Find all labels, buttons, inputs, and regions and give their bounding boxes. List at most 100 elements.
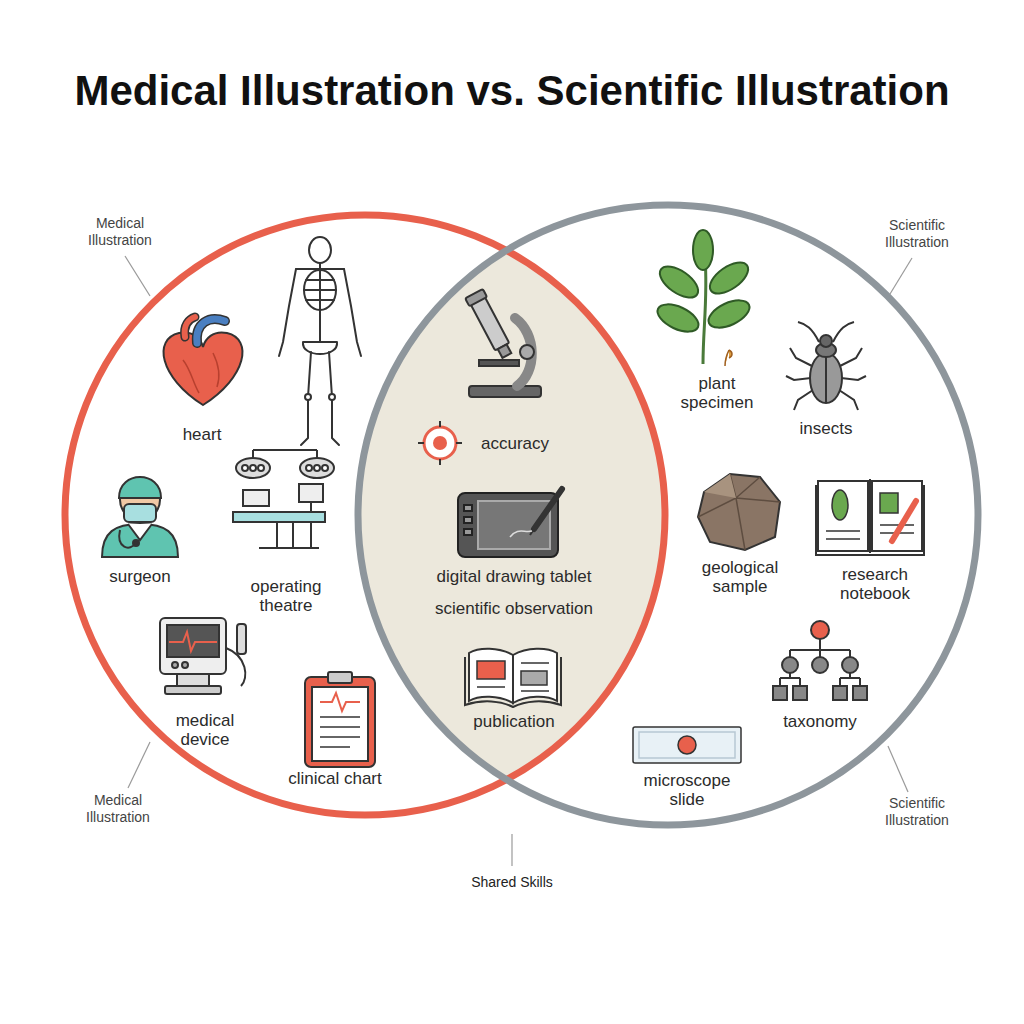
taxonomy-icon: [812, 657, 828, 673]
taxonomy-icon: [780, 672, 860, 686]
skeleton-icon: [329, 394, 335, 400]
microscope-slide-icon: [633, 727, 741, 763]
operating-theatre-icon: [276, 522, 278, 548]
taxonomy-icon: [811, 621, 829, 639]
operating-theatre-icon: [292, 522, 294, 548]
drawing-tablet-icon: [464, 517, 472, 523]
research-notebook-icon: [880, 493, 898, 513]
leader-line: [511, 834, 512, 866]
circle-heading: Scientific Illustration: [872, 795, 962, 829]
surgeon-icon: [102, 524, 178, 557]
medical-device-icon: [169, 632, 217, 651]
skeleton-icon: [305, 394, 311, 400]
accuracy-target-icon: [418, 442, 424, 444]
research-notebook-icon: [816, 485, 924, 555]
accuracy-target-icon: [433, 436, 447, 450]
plant-specimen-icon: [705, 256, 754, 299]
operating-theatre-icon: [314, 465, 320, 471]
medical-device-icon: [160, 618, 246, 694]
taxonomy-icon: [782, 657, 798, 673]
geological-sample-icon: [698, 474, 780, 550]
skeleton-icon: [344, 269, 361, 356]
taxonomy-icon: [773, 686, 787, 700]
lens-fill: [358, 250, 665, 779]
item-label: insects: [786, 419, 866, 438]
plant-specimen-icon: [693, 230, 713, 270]
item-label: digital drawing tablet: [404, 567, 624, 586]
operating-theatre-icon: [258, 465, 264, 471]
leader-line: [888, 746, 908, 792]
item-label: microscope slide: [635, 771, 740, 809]
item-label: taxonomy: [770, 712, 870, 731]
drawing-tablet-icon: [458, 489, 562, 557]
circle-outline: [65, 215, 665, 815]
operating-theatre-icon: [233, 512, 325, 522]
plant-specimen-icon: [703, 256, 706, 364]
medical-device-icon: [177, 674, 209, 686]
research-notebook-icon: [816, 479, 924, 555]
publication-icon: [521, 690, 549, 692]
taxonomy-icon: [793, 686, 807, 700]
item-label: plant specimen: [670, 374, 765, 412]
operating-theatre-icon: [259, 547, 319, 549]
leader-line: [128, 742, 150, 788]
skeleton-icon: [279, 269, 296, 356]
operating-theatre-icon: [243, 490, 269, 506]
heart-icon: [197, 319, 225, 343]
clinical-chart-icon: [320, 736, 360, 738]
skeleton-icon: [303, 342, 337, 354]
plant-specimen-icon: [704, 295, 753, 334]
taxonomy-icon: [773, 621, 867, 700]
publication-icon: [521, 662, 549, 664]
microscope-slide-icon: [639, 732, 735, 758]
skeleton-icon: [329, 352, 339, 445]
research-notebook-icon: [818, 481, 868, 551]
leader-line: [890, 258, 912, 294]
skeleton-icon: [319, 263, 321, 344]
drawing-tablet-icon: [458, 493, 558, 557]
overlap-heading: Shared Skills: [452, 874, 572, 891]
item-label: geological sample: [688, 558, 793, 596]
publication-icon: [465, 649, 561, 707]
item-label: publication: [454, 712, 574, 731]
plant-specimen-icon: [725, 350, 732, 366]
research-notebook-icon: [826, 538, 860, 540]
taxonomy-icon: [790, 638, 850, 658]
skeleton-icon: [304, 270, 336, 310]
circle-heading: Medical Illustration: [75, 215, 165, 249]
medical-device-icon: [165, 686, 221, 694]
item-label: operating theatre: [239, 577, 334, 615]
publication-icon: [477, 661, 505, 679]
medical-device-icon: [237, 624, 246, 654]
accuracy-target-icon: [424, 427, 456, 459]
circle-heading: Scientific Illustration: [872, 217, 962, 251]
microscope-icon: [479, 360, 519, 366]
heart-icon: [213, 353, 219, 387]
insect-icon: [786, 348, 813, 410]
surgeon-icon: [133, 540, 139, 546]
item-label: research notebook: [823, 565, 928, 603]
drawing-tablet-icon: [534, 489, 562, 529]
research-notebook-icon: [826, 530, 860, 532]
clinical-chart-icon: [320, 726, 360, 728]
drawing-tablet-icon: [510, 531, 532, 537]
circle-heading: Medical Illustration: [73, 792, 163, 826]
medical-device-icon: [172, 662, 178, 668]
clinical-chart-icon: [320, 716, 360, 718]
skeleton-icon: [304, 289, 336, 291]
drawing-tablet-icon: [464, 529, 472, 535]
insect-icon: [839, 348, 866, 410]
plant-specimen-icon: [653, 299, 702, 338]
heart-icon: [185, 317, 195, 337]
accuracy-target-icon: [439, 459, 441, 465]
diagram-title: Medical Illustration vs. Scientific Illu…: [0, 66, 1024, 116]
operating-theatre-icon: [306, 465, 312, 471]
medical-device-icon: [167, 625, 219, 657]
insect-icon: [820, 335, 832, 347]
microscope-icon: [520, 345, 534, 359]
heart-icon: [164, 317, 243, 405]
circle-outline: [358, 205, 978, 825]
operating-theatre-icon: [233, 450, 334, 548]
geological-sample-icon: [698, 474, 780, 550]
